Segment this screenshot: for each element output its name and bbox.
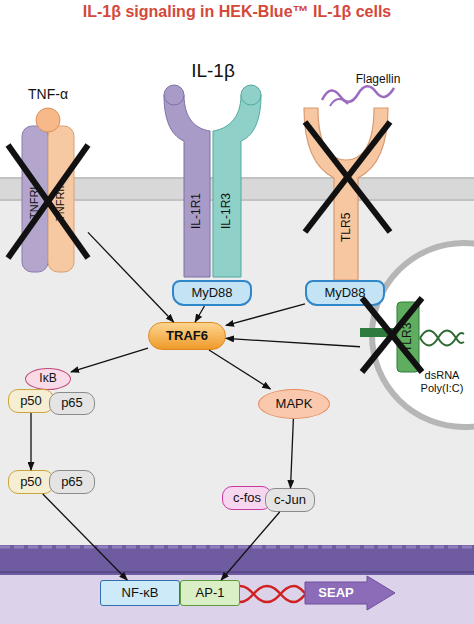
- node-outline: [300, 98, 390, 280]
- il1-receptor: IL-1βIL-1R1IL-1R3: [160, 85, 265, 280]
- node-heading: TNF-α: [26, 84, 70, 104]
- node-label: TNFRI: [22, 138, 46, 268]
- signal-arrow: [209, 350, 270, 389]
- signal-arrow: [226, 338, 360, 346]
- protein-subunit: p50: [8, 389, 54, 413]
- node-heading: Flagellin: [348, 72, 408, 88]
- node-label: TLR5: [335, 178, 358, 276]
- node-label: MyD88: [174, 282, 250, 304]
- node-outline: [160, 85, 265, 280]
- process-pill: TRAF6: [148, 322, 226, 350]
- node-label: TRAF6: [149, 323, 225, 349]
- protein-oval: IκB: [25, 368, 71, 390]
- node-label: p50: [9, 471, 53, 493]
- tlr3-receptor: TLR3dsRNA Poly(I:C): [360, 298, 464, 402]
- reporter-arrow: SEAP: [305, 576, 395, 610]
- protein-subunit: c-Jun: [265, 488, 315, 512]
- adaptor-box: MyD88: [172, 280, 252, 306]
- promoter-box: AP-1: [180, 580, 240, 606]
- node-label: SEAP: [305, 582, 367, 604]
- node-label: c-Jun: [266, 489, 314, 511]
- signal-arrow: [195, 306, 204, 322]
- signal-arrow: [71, 348, 148, 372]
- node-label: TNFRII: [48, 138, 72, 268]
- signal-arrow: [291, 419, 294, 488]
- node-label: NF-κB: [101, 581, 179, 605]
- node-label: p65: [50, 393, 94, 414]
- node-label: IL-1R1: [184, 149, 210, 273]
- protein-oval: MAPK: [258, 389, 330, 419]
- node-outline: [8, 108, 88, 273]
- adaptor-box: MyD88: [305, 280, 385, 306]
- tlr5-receptor: FlagellinTLR5: [300, 98, 390, 280]
- protein-subunit: p65: [49, 392, 95, 415]
- node-heading: TLR3: [397, 304, 419, 370]
- signal-arrow: [30, 413, 31, 470]
- node-label: p50: [9, 390, 53, 412]
- diagram-title: IL-1β signaling in HEK-Blue™ IL-1β cells: [0, 3, 474, 21]
- protein-subunit: p50: [8, 470, 54, 494]
- node-label: AP-1: [181, 581, 239, 605]
- signal-arrow: [221, 512, 279, 580]
- promoter-box: NF-κB: [100, 580, 180, 606]
- node-label: c-fos: [223, 487, 271, 509]
- node-label: dsRNA Poly(I:C): [416, 366, 468, 398]
- protein-subunit: p65: [49, 470, 95, 494]
- signal-arrow: [88, 232, 174, 322]
- node-label: MyD88: [307, 282, 383, 304]
- node-heading: IL-1β: [182, 59, 244, 83]
- signal-arrow: [43, 494, 127, 580]
- signal-arrow: [226, 304, 305, 326]
- node-label: MAPK: [259, 390, 329, 418]
- node-label: IL-1R3: [214, 149, 240, 273]
- node-label: p65: [50, 471, 94, 493]
- node-label: IκB: [26, 369, 70, 389]
- tnf-receptor: TNF-αTNFRITNFRII: [8, 108, 88, 273]
